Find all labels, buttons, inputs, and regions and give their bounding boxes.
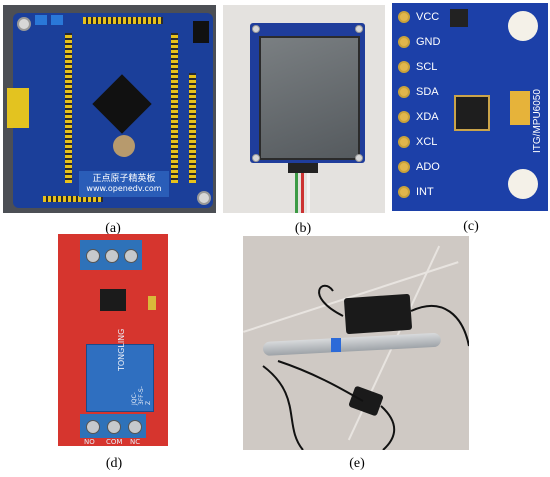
pin-label-int: INT <box>416 186 434 198</box>
capacitor-yellow <box>510 91 530 125</box>
mount-hole <box>252 154 260 162</box>
button-blue-1 <box>35 15 47 25</box>
photo-linear-actuator <box>243 236 469 450</box>
cables <box>262 284 469 450</box>
board-label: 正点原子精英板 www.openedv.com <box>79 171 169 197</box>
header-right-outer <box>189 73 196 183</box>
relay-brand: TONGLING <box>117 328 126 371</box>
pin-label-sda: SDA <box>416 86 439 98</box>
relay-component: TONGLING JQC-3FF-S-Z <box>86 329 154 412</box>
button-blue-2 <box>51 15 63 25</box>
lcd-display <box>259 36 360 160</box>
terminal-screw <box>105 249 119 263</box>
mount-hole <box>355 154 363 162</box>
terminal-label-com: COM <box>106 438 123 446</box>
ribbon-connector <box>288 163 318 173</box>
pin-hole <box>398 11 410 23</box>
terminal-screw <box>86 420 100 434</box>
pin-label-xcl: XCL <box>416 136 438 148</box>
caption-d: (d) <box>105 456 123 471</box>
pin-hole <box>398 161 410 173</box>
photo-mpu6050: VCC GND SCL SDA XDA XCL ADO INT ITG/MPU6… <box>392 3 548 211</box>
relay-model: JQC-3FF-S-Z <box>131 386 152 405</box>
header-top <box>83 17 163 24</box>
terminal-screw <box>107 420 121 434</box>
caption-e: (e) <box>349 456 365 471</box>
relay-driver-chip <box>100 289 126 311</box>
terminal-block-bottom <box>80 414 146 438</box>
pin-hole <box>398 36 410 48</box>
header-right <box>171 33 178 183</box>
module-text: ITG/MPU6050 <box>532 89 543 153</box>
mcu-chip <box>92 74 152 134</box>
terminal-label-nc: NC <box>130 438 141 446</box>
wire-red <box>301 173 304 213</box>
pin-label-xda: XDA <box>416 111 439 123</box>
pin-label-gnd: GND <box>416 36 441 48</box>
caption-c: (c) <box>463 219 479 234</box>
photo-relay-module: TONGLING JQC-3FF-S-Z NO COM NC <box>58 234 168 446</box>
usb-connector <box>7 88 29 128</box>
mount-hole <box>508 11 538 41</box>
terminal-label-no: NO <box>84 438 95 446</box>
pin-label-scl: SCL <box>416 61 438 73</box>
pin-hole <box>398 86 410 98</box>
mount-hole <box>17 17 31 31</box>
wire-white <box>307 173 310 213</box>
mount-hole <box>197 191 211 205</box>
photo-lcd-screen <box>223 5 385 213</box>
mount-hole <box>252 25 260 33</box>
header-left <box>65 33 72 183</box>
pin-hole <box>398 136 410 148</box>
wire-green <box>295 173 298 213</box>
caption-b: (b) <box>294 221 312 236</box>
photo-dev-board: 正点原子精英板 www.openedv.com <box>3 5 216 213</box>
terminal-screw <box>128 420 142 434</box>
pin-hole <box>398 111 410 123</box>
terminal-block-top <box>80 240 142 270</box>
pin-label-vcc: VCC <box>416 11 440 23</box>
actuator-blue-band <box>331 338 341 352</box>
dev-board-pcb: 正点原子精英板 www.openedv.com <box>7 13 213 208</box>
pin-hole <box>398 186 410 198</box>
status-led <box>148 296 156 310</box>
board-text: 正点原子精英板 <box>92 174 156 184</box>
board-url: www.openedv.com <box>86 184 162 193</box>
pin-hole <box>398 61 410 73</box>
coin-cell <box>113 135 135 157</box>
regulator <box>450 9 468 27</box>
mount-hole <box>508 169 538 199</box>
lcd-pcb <box>250 23 365 163</box>
dc-jack <box>193 21 209 43</box>
terminal-screw <box>86 249 100 263</box>
caption-a: (a) <box>105 221 121 236</box>
terminal-screw <box>124 249 138 263</box>
mpu6050-chip <box>454 95 490 131</box>
mount-hole <box>355 25 363 33</box>
pin-label-ado: ADO <box>416 161 440 173</box>
header-bottom <box>43 196 103 202</box>
